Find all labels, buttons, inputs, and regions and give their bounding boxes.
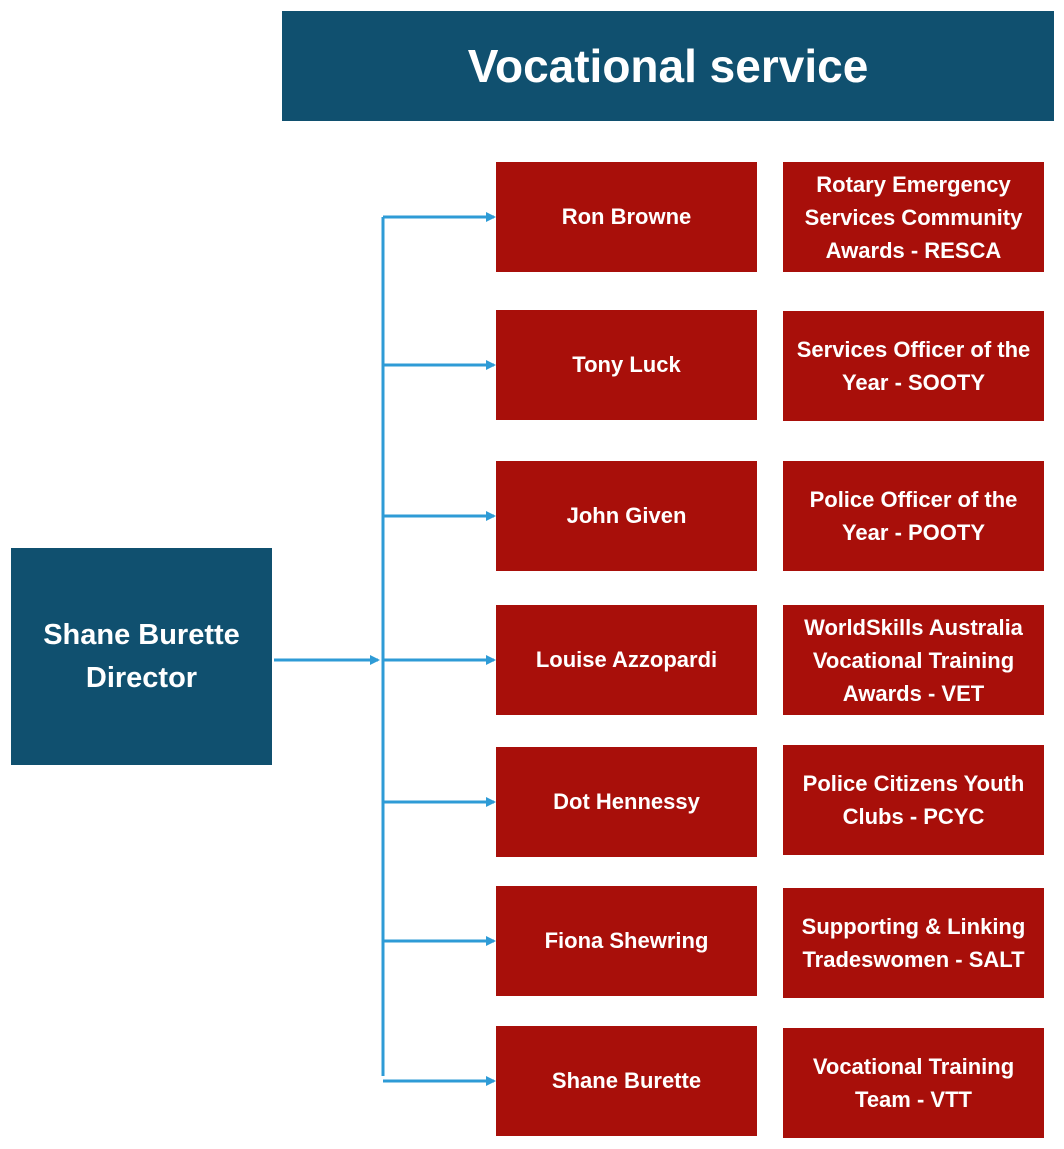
person-box: Ron Browne [496, 162, 757, 272]
director-name: Shane Burette [43, 619, 240, 652]
program-box: Police Officer of the Year - POOTY [783, 461, 1044, 571]
program-box: WorldSkills Australia Vocational Trainin… [783, 605, 1044, 715]
person-box: Tony Luck [496, 310, 757, 420]
program-box: Vocational Training Team - VTT [783, 1028, 1044, 1138]
program-box: Rotary Emergency Services Community Awar… [783, 162, 1044, 272]
diagram-title: Vocational service [282, 11, 1054, 121]
program-box: Police Citizens Youth Clubs - PCYC [783, 745, 1044, 855]
program-box: Supporting & Linking Tradeswomen - SALT [783, 888, 1044, 998]
person-box: Dot Hennessy [496, 747, 757, 857]
director-box: Shane Burette Director [11, 548, 272, 765]
person-box: Louise Azzopardi [496, 605, 757, 715]
person-box: Shane Burette [496, 1026, 757, 1136]
person-box: John Given [496, 461, 757, 571]
program-box: Services Officer of the Year - SOOTY [783, 311, 1044, 421]
director-role: Director [85, 661, 198, 694]
person-box: Fiona Shewring [496, 886, 757, 996]
